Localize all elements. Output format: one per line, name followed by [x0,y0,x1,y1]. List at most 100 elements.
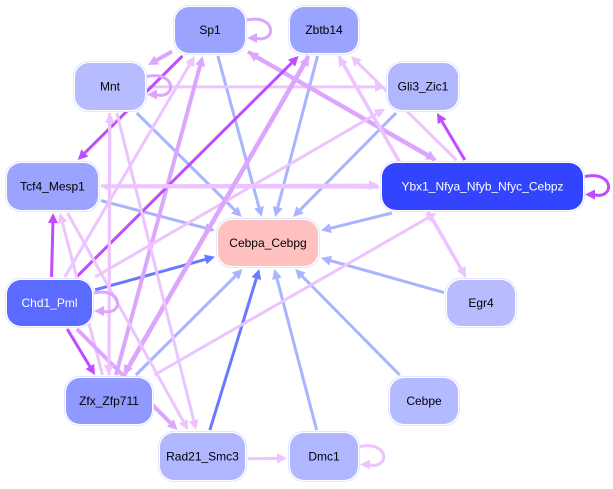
node-label: Rad21_Smc3 [166,450,239,464]
edge-tcf4-to-rad21 [66,212,185,422]
arrowhead-icon [293,206,304,217]
node-label: Dmc1 [308,450,340,464]
edge-egr4-to-cebpa [330,259,445,295]
node-label: Chd1_Pml [21,296,77,310]
self-loop-sp1 [246,17,272,41]
node-sp1[interactable]: Sp1 [173,5,247,55]
node-label: Sp1 [199,23,221,37]
node-box [175,7,245,53]
node-label: Zfx_Zfp711 [79,394,139,408]
node-label: Ybx1_Nfya_Nfyb_Nfyc_Cebpz [401,180,563,194]
arrowhead-icon [94,306,104,316]
node-label: Tcf4_Mesp1 [20,180,85,194]
node-box [66,378,152,424]
edge-chd1-to-tcf4 [50,222,55,278]
arrowhead-icon [47,213,58,224]
edge-sp1-to-mnt [155,49,173,62]
arrowhead-icon [77,149,89,160]
self-loop-mnt [146,74,172,97]
node-label: Cebpe [406,394,442,408]
node-gli3[interactable]: Gli3_Zic1 [386,61,460,112]
edge-chd1-to-zfx [65,328,92,368]
node-label: Zbtb14 [305,23,343,37]
node-cebpe[interactable]: Cebpe [388,376,460,426]
node-box [388,63,458,110]
arrowhead-icon [123,363,133,375]
arrowhead-icon [57,213,68,224]
node-label: Egr4 [468,296,494,310]
edge-mnt-to-zfx [107,112,112,366]
edge-ybx1-to-cebpa [330,211,393,230]
node-box [447,280,515,326]
arrowhead-icon [251,269,262,281]
self-loop-ybx1 [584,174,610,197]
edge-rad21-to-cebpa [208,278,258,431]
arrowhead-icon [436,113,447,125]
edge-zbtb14-to-zfx [126,54,311,368]
arrowhead-icon [351,56,362,67]
arrowhead-icon [178,418,189,430]
edge-chd1-to-rad21 [75,327,172,425]
edge-cebpe-to-cebpa [301,275,401,377]
arrowhead-icon [321,255,332,266]
node-box [390,378,458,424]
edge-zfx-to-sp1 [113,65,203,376]
arrowhead-icon [231,206,242,217]
edge-sp1-to-ybx1 [247,50,429,157]
arrowhead-icon [166,419,178,430]
edge-chd1-to-gli3 [94,112,378,279]
arrowhead-icon [585,189,595,200]
edge-zfx-to-ybx1 [153,216,429,377]
arrowhead-icon [276,453,287,464]
arrowhead-icon [295,269,306,280]
node-tcf4[interactable]: Tcf4_Mesp1 [5,161,100,212]
edge-zbtb14-to-cebpa [276,55,319,208]
node-box [290,7,358,53]
node-label: Mnt [100,80,121,94]
arrowhead-icon [254,206,264,217]
arrowhead-icon [375,81,385,92]
edge-chd1-to-sp1 [63,63,191,278]
arrowhead-icon [272,269,282,280]
node-zbtb14[interactable]: Zbtb14 [288,5,360,55]
arrowhead-icon [321,223,332,234]
edge-dmc1-to-cebpa [275,278,319,431]
edge-mnt-to-rad21 [115,112,196,421]
edge-zfx-to-cebpa [134,274,237,377]
self-loop-chd1 [93,290,119,314]
node-zfx[interactable]: Zfx_Zfp711 [64,376,154,426]
node-egr4[interactable]: Egr4 [445,278,517,328]
arrowhead-icon [103,364,114,375]
edge-ybx1-to-gli3 [440,120,467,161]
node-rad21[interactable]: Rad21_Smc3 [158,431,247,482]
arrowhead-icon [195,56,205,67]
arrowhead-icon [85,363,96,375]
node-ybx1[interactable]: Ybx1_Nfya_Nfyb_Nfyc_Cebpz [380,161,585,212]
arrowhead-icon [360,459,370,470]
node-box [7,280,92,326]
node-label: Cebpa_Cebpg [229,236,306,250]
arrowhead-icon [204,254,215,265]
node-box [75,63,145,110]
arrowhead-icon [147,89,157,100]
arrowhead-icon [247,33,257,43]
edge-chd1-to-zbtb14 [75,61,293,279]
arrowhead-icon [188,419,199,430]
node-cebpa[interactable]: Cebpa_Cebpg [216,218,320,268]
arrowhead-icon [456,265,467,277]
arrowhead-icon [272,206,283,217]
node-box [218,220,318,266]
node-mnt[interactable]: Mnt [73,61,147,112]
node-box [7,163,98,210]
node-dmc1[interactable]: Dmc1 [288,431,360,482]
node-chd1[interactable]: Chd1_Pml [5,278,94,328]
edges-layer [47,17,610,470]
node-label: Gli3_Zic1 [398,80,449,94]
arrowhead-icon [148,55,160,66]
node-box [290,433,358,480]
arrowhead-icon [425,150,437,160]
self-loop-dmc1 [359,444,385,467]
arrowhead-icon [185,56,195,68]
